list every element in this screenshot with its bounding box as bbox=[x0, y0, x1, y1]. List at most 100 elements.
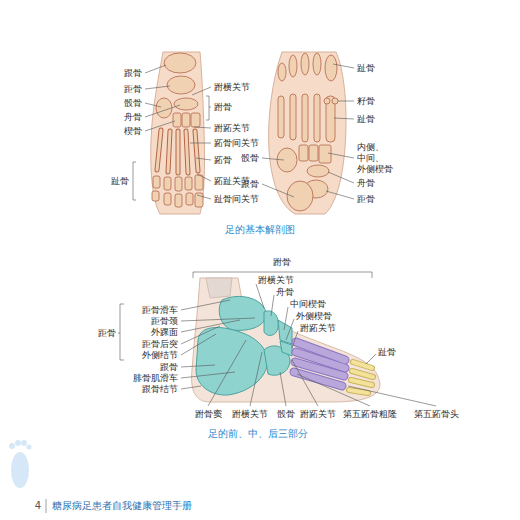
cuneiform bbox=[191, 113, 200, 127]
phalanx bbox=[278, 63, 286, 81]
leader-line bbox=[145, 86, 170, 89]
metatarsals-fill bbox=[157, 130, 198, 173]
lateral-foot bbox=[192, 278, 380, 402]
calcaneus bbox=[196, 327, 268, 395]
metatarsal bbox=[157, 130, 161, 170]
leader-line bbox=[181, 318, 255, 321]
footprint-toe bbox=[9, 443, 15, 449]
bone-label: 舟骨 bbox=[357, 178, 375, 189]
metatarsal bbox=[294, 372, 342, 386]
bone-label: 跟骨 bbox=[124, 68, 142, 79]
phalanx bbox=[153, 176, 160, 188]
bone-label: 跗横关节 bbox=[258, 275, 294, 286]
bone-label: 舟骨 bbox=[276, 287, 294, 298]
bone-label: 第五跖骨粗隆 bbox=[343, 409, 397, 420]
leader-line bbox=[192, 87, 211, 95]
bracket bbox=[118, 304, 124, 360]
plantar-foot bbox=[269, 52, 346, 214]
phalanx bbox=[325, 55, 337, 81]
group-label: 跗骨 bbox=[273, 257, 291, 268]
sesamoid bbox=[324, 98, 330, 104]
leader-line bbox=[145, 65, 166, 73]
leader-line bbox=[262, 184, 294, 197]
phalanx bbox=[175, 194, 182, 207]
leader-line bbox=[348, 386, 436, 406]
bone-label: 跗骨 bbox=[214, 102, 232, 113]
bone-label: 距骨 bbox=[357, 194, 375, 205]
phalanx bbox=[353, 362, 372, 368]
bone-label: 距骨颈 bbox=[151, 316, 178, 327]
leader-line bbox=[280, 372, 286, 406]
dorsal-foot bbox=[151, 52, 205, 214]
toes bbox=[277, 53, 338, 211]
phalanx bbox=[351, 380, 372, 385]
toes-phalanges bbox=[349, 362, 373, 393]
leader-line bbox=[145, 105, 180, 117]
bone-label: 跗跖关节 bbox=[300, 323, 336, 334]
leader-line bbox=[197, 174, 211, 181]
bone-label: 跗跖关节 bbox=[214, 123, 250, 134]
bracket bbox=[133, 162, 136, 200]
metatarsal bbox=[195, 131, 198, 171]
bone-label: 第五跖骨头 bbox=[414, 409, 459, 420]
bone-label: 跗横关节 bbox=[232, 409, 268, 420]
sesamoid bbox=[332, 98, 338, 104]
phalanx bbox=[175, 177, 182, 191]
bone-label: 趾骨 bbox=[357, 63, 375, 74]
cuneiform bbox=[319, 145, 331, 163]
bone-label: 跗跖关节 bbox=[300, 409, 336, 420]
leader-line bbox=[333, 64, 354, 68]
leader-line bbox=[326, 191, 354, 199]
bone-label: 距骨滑车 bbox=[142, 305, 178, 316]
phalanx bbox=[349, 390, 368, 393]
bone-label: 跟骨结节 bbox=[142, 384, 178, 395]
metatarsal bbox=[290, 94, 296, 140]
footprint-icon bbox=[9, 440, 32, 488]
navicular bbox=[307, 165, 329, 177]
leader-line bbox=[145, 103, 161, 107]
footer-separator bbox=[46, 499, 47, 513]
leg-bone bbox=[206, 278, 232, 298]
group-label: 距骨 bbox=[98, 328, 116, 339]
bone-label: 外踝面 bbox=[151, 327, 178, 338]
leader-line bbox=[181, 334, 216, 355]
leader-line bbox=[328, 172, 354, 183]
leader-line bbox=[190, 143, 211, 144]
leader-line bbox=[256, 284, 264, 308]
phalanx bbox=[353, 362, 372, 368]
footprint-toe bbox=[15, 440, 21, 446]
talus bbox=[167, 76, 195, 94]
footprint-toe bbox=[21, 440, 27, 446]
leader-line bbox=[181, 300, 230, 310]
leader-line bbox=[262, 158, 284, 160]
phalanx bbox=[195, 175, 203, 190]
bone-label: 骰骨 bbox=[241, 153, 259, 164]
bone-label: 腓骨肌滑车 bbox=[133, 373, 178, 384]
bone-label: 内侧、 中间、 外侧楔骨 bbox=[357, 142, 399, 175]
metatarsal bbox=[302, 94, 308, 142]
leader-line bbox=[181, 386, 201, 389]
bone-label: 跗骨窦 bbox=[195, 409, 222, 420]
cuneiform bbox=[280, 341, 292, 356]
phalanx bbox=[352, 371, 373, 377]
phalanx bbox=[152, 191, 159, 201]
skin-outline bbox=[151, 52, 205, 214]
leader-line bbox=[250, 352, 262, 406]
cuneiform bbox=[299, 145, 308, 161]
leader-line bbox=[197, 195, 211, 199]
bone-label: 趾骨 bbox=[378, 347, 396, 358]
leader-line bbox=[328, 153, 354, 158]
metatarsal bbox=[157, 130, 161, 170]
leader-line bbox=[194, 127, 211, 128]
phalanx bbox=[313, 53, 321, 75]
phalanx bbox=[301, 53, 309, 75]
bone-label: 距骨后突 bbox=[142, 339, 178, 350]
bone-label: 籽骨 bbox=[357, 96, 375, 107]
leader-lines bbox=[118, 64, 436, 406]
calcaneus bbox=[164, 53, 196, 73]
bone-label: 外侧结节 bbox=[142, 350, 178, 361]
bone-label: 楔骨 bbox=[124, 126, 142, 137]
leader-line bbox=[181, 365, 215, 367]
footprint-sole bbox=[11, 452, 29, 488]
